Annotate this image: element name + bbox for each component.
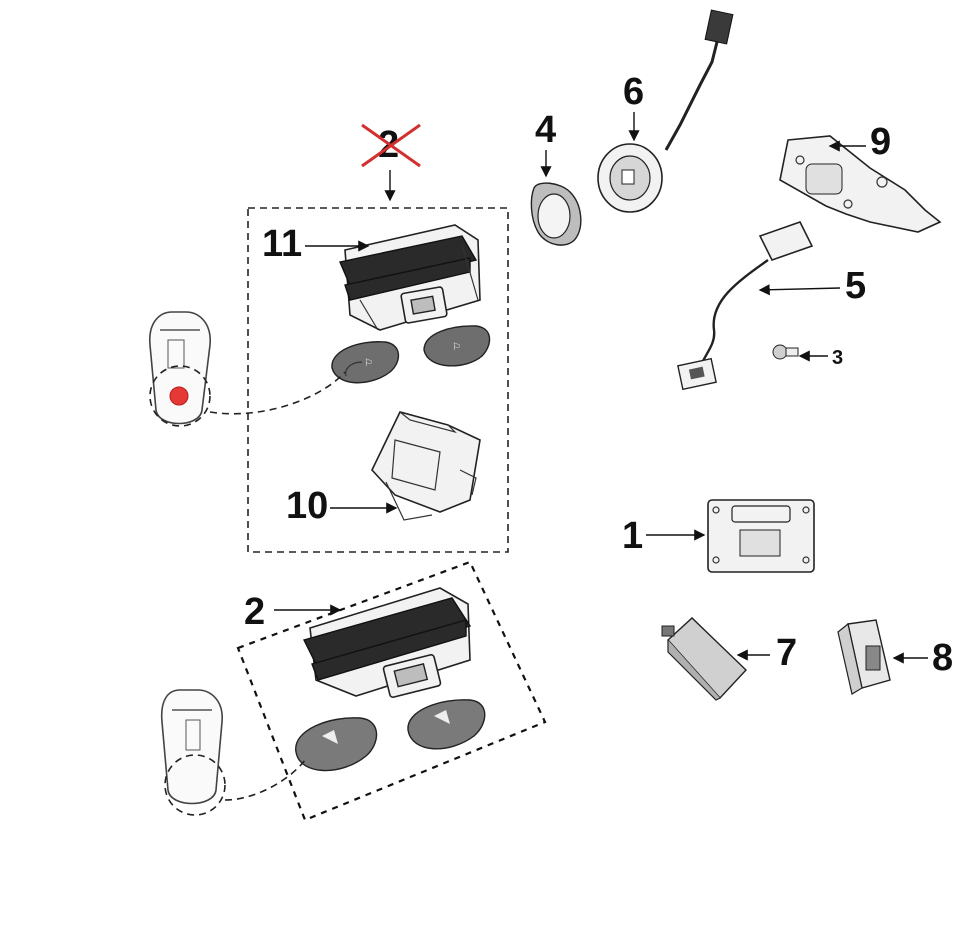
fob-detail-link bbox=[209, 371, 346, 415]
callout-2: 2 bbox=[244, 591, 265, 633]
kit-2-dashed-box bbox=[236, 560, 547, 822]
relay-icon bbox=[661, 617, 747, 701]
callout-1: 1 bbox=[622, 515, 643, 557]
mounting-plate-icon bbox=[779, 135, 942, 233]
remote-key-icon: ⚐ bbox=[331, 341, 400, 384]
callout-7: 7 bbox=[776, 632, 797, 674]
remote-key-icon: ⚐ bbox=[423, 325, 491, 367]
svg-text:⚐: ⚐ bbox=[364, 358, 373, 369]
control-module-icon bbox=[339, 224, 481, 331]
key-fob-icon bbox=[160, 689, 226, 816]
control-module-icon bbox=[302, 587, 472, 698]
connector-icon bbox=[837, 619, 891, 695]
callout-3: 3 bbox=[832, 347, 843, 369]
callout-5: 5 bbox=[845, 265, 866, 307]
callout-4: 4 bbox=[535, 109, 556, 151]
callout-6: 6 bbox=[623, 71, 644, 113]
callout-5-leader bbox=[758, 284, 841, 296]
remote-key-icon bbox=[295, 717, 378, 772]
screw-icon bbox=[772, 344, 799, 360]
ignition-ring-icon bbox=[530, 182, 582, 246]
kit-11-dashed-box bbox=[247, 207, 509, 553]
callout-11: 11 bbox=[262, 223, 302, 265]
fob-detail-link bbox=[224, 759, 306, 801]
control-module-icon bbox=[707, 499, 815, 573]
svg-text:⚐: ⚐ bbox=[452, 342, 461, 353]
key-fob-icon bbox=[149, 311, 211, 427]
housing-bracket-icon bbox=[371, 411, 481, 521]
remote-key-icon bbox=[407, 699, 486, 750]
superseded-callout-2: 2 bbox=[361, 123, 421, 202]
callout-10: 10 bbox=[286, 485, 328, 527]
antenna-harness-icon bbox=[677, 221, 814, 391]
cross-line-2 bbox=[361, 123, 421, 168]
callout-9: 9 bbox=[870, 121, 891, 163]
ignition-switch-icon bbox=[597, 9, 734, 213]
callout-8: 8 bbox=[932, 637, 953, 679]
